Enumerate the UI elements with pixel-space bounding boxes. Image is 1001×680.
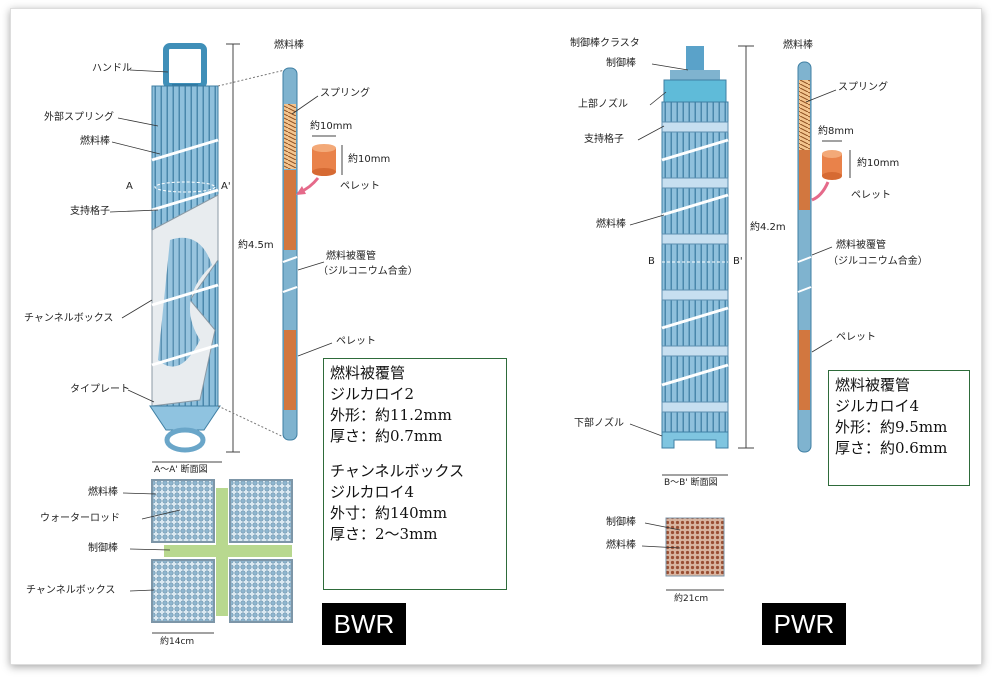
bwr-label-outer-spring: 外部スプリング bbox=[44, 112, 114, 123]
bwr-label-tie-plate: タイプレート bbox=[70, 384, 130, 395]
bwr-label-handle: ハンドル bbox=[92, 63, 132, 74]
bwr-info-line-1: 燃料被覆管 bbox=[330, 364, 406, 382]
pwr-label-spacer: 支持格子 bbox=[584, 134, 624, 145]
bwr-cs-label-control-rod: 制御棒 bbox=[88, 543, 118, 554]
bwr-rod-cladding-sub: （ジルコニウム合金） bbox=[318, 266, 418, 277]
bwr-info-line-7: 外寸：約140mm bbox=[330, 504, 448, 522]
bwr-rod-pellet-height: 約10mm bbox=[348, 154, 391, 165]
bwr-assembly bbox=[149, 43, 291, 453]
pwr-label-bottom-nozzle: 下部ノズル bbox=[574, 418, 624, 429]
bwr-cs-label-channel-box: チャンネルボックス bbox=[26, 585, 116, 596]
bwr-cross-section bbox=[151, 461, 293, 634]
pwr-rod-pellet-width: 約8mm bbox=[818, 126, 854, 137]
bwr-tie-plate bbox=[149, 405, 221, 431]
pwr-badge: PWR bbox=[762, 603, 846, 645]
pwr-label-cluster: 制御棒クラスタ bbox=[570, 38, 640, 49]
bwr-label-channel-box: チャンネルボックス bbox=[24, 313, 114, 324]
bwr-info-line-2: ジルカロイ2 bbox=[330, 385, 415, 403]
pwr-rod-pellet-2: ペレット bbox=[836, 332, 876, 343]
bwr-info-line-4: 厚さ：約0.7mm bbox=[330, 427, 443, 445]
bwr-rod-pellet: ペレット bbox=[340, 181, 380, 192]
pwr-label-section-b-prime: B' bbox=[733, 256, 743, 267]
bwr-info-line-6: ジルカロイ4 bbox=[330, 483, 415, 501]
bwr-rod-spring: スプリング bbox=[320, 88, 370, 99]
bwr-label-section-a: A bbox=[126, 181, 133, 192]
pwr-rod-cladding-sub: （ジルコニウム合金） bbox=[828, 256, 928, 267]
pwr-rod-cladding: 燃料被覆管 bbox=[836, 240, 886, 251]
pwr-info-line-2: ジルカロイ4 bbox=[835, 397, 920, 415]
leader-lines bbox=[109, 63, 837, 592]
pwr-info-box: 燃料被覆管 ジルカロイ4 外形：約9.5mm 厚さ：約0.6mm bbox=[828, 370, 970, 486]
pwr-cs-label-fuel-rod: 燃料棒 bbox=[606, 540, 636, 551]
bwr-info-line-3: 外形：約11.2mm bbox=[330, 406, 452, 424]
pwr-label-height: 約4.2m bbox=[750, 222, 786, 233]
bwr-cs-label-water-rod: ウォーターロッド bbox=[40, 513, 120, 524]
bwr-fuel-rod bbox=[282, 67, 343, 441]
bwr-label-section-a-prime: A' bbox=[221, 181, 231, 192]
bwr-cs-label-width: 約14cm bbox=[160, 637, 195, 647]
pwr-label-top-nozzle: 上部ノズル bbox=[578, 99, 628, 110]
pwr-info-line-1: 燃料被覆管 bbox=[835, 376, 911, 394]
bwr-label-fuel-rod: 燃料棒 bbox=[80, 136, 110, 147]
bwr-rod-cladding: 燃料被覆管 bbox=[326, 251, 376, 262]
pwr-rod-pellet-height: 約10mm bbox=[857, 158, 900, 169]
bwr-label-section-caption: A～A' 断面図 bbox=[154, 465, 208, 475]
pwr-rod-title: 燃料棒 bbox=[783, 40, 813, 51]
bwr-info-line-5: チャンネルボックス bbox=[330, 462, 465, 480]
pwr-assembly bbox=[661, 45, 754, 591]
pwr-rod-spring: スプリング bbox=[838, 82, 888, 93]
pwr-info-line-4: 厚さ：約0.6mm bbox=[835, 439, 948, 457]
pwr-label-section-b: B bbox=[648, 256, 655, 267]
pwr-cs-label-width: 約21cm bbox=[674, 594, 709, 604]
pwr-rod-pellet: ペレット bbox=[851, 190, 891, 201]
bwr-rod-title: 燃料棒 bbox=[274, 40, 304, 51]
pwr-fuel-rod bbox=[797, 61, 851, 453]
bwr-handle bbox=[163, 43, 207, 89]
pwr-label-control-rod: 制御棒 bbox=[606, 58, 636, 69]
bwr-info-line-8: 厚さ：2〜3mm bbox=[330, 525, 438, 543]
pwr-label-fuel-rod: 燃料棒 bbox=[596, 219, 626, 230]
pwr-label-section-caption: B～B' 断面図 bbox=[664, 478, 718, 488]
bwr-info-box: 燃料被覆管 ジルカロイ2 外形：約11.2mm 厚さ：約0.7mm チャンネルボ… bbox=[323, 358, 507, 590]
bwr-label-height: 約4.5m bbox=[238, 240, 274, 251]
bwr-cs-label-fuel-rod: 燃料棒 bbox=[88, 487, 118, 498]
bwr-badge: BWR bbox=[322, 603, 406, 645]
pwr-cs-label-control-rod: 制御棒 bbox=[606, 517, 636, 528]
bwr-rod-pellet-width: 約10mm bbox=[310, 121, 353, 132]
pwr-info-line-3: 外形：約9.5mm bbox=[835, 418, 948, 436]
bwr-label-spacer: 支持格子 bbox=[70, 206, 110, 217]
bwr-rod-pellet-2: ペレット bbox=[336, 336, 376, 347]
